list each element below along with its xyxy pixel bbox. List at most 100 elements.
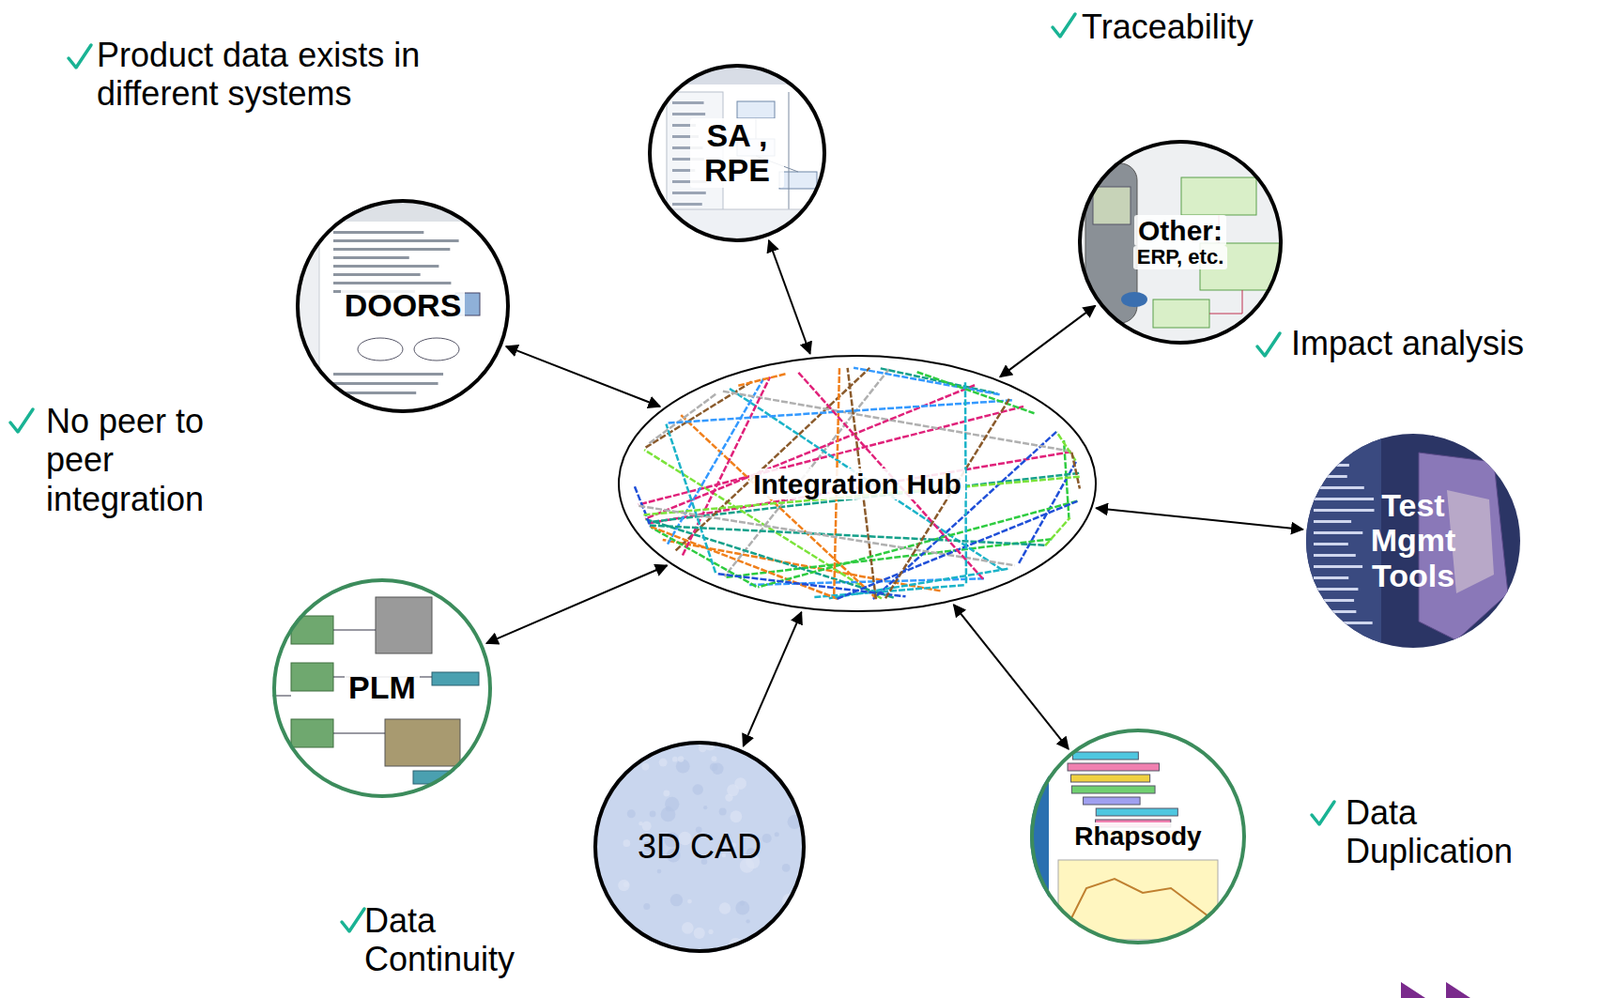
text-line [333, 247, 450, 251]
texture-dot [778, 755, 784, 761]
texture-dot [739, 901, 745, 907]
node-text-block: Test Mgmt Tools [1352, 488, 1475, 594]
screen-part [1181, 177, 1257, 216]
texture-dot [762, 833, 772, 844]
hub-link-line [723, 391, 1072, 452]
node-label: PLM [344, 670, 420, 706]
hub-link-line [646, 381, 754, 447]
node-label: SA , RPE [690, 118, 785, 189]
connector-arrow [743, 612, 802, 747]
texture-dot [734, 777, 747, 790]
shape-outline [274, 580, 491, 797]
hub-link-line [738, 373, 785, 385]
hub-link-line [676, 368, 871, 551]
screen-part [291, 662, 334, 692]
hub-link-line [667, 378, 764, 544]
connector-arrow [1000, 306, 1095, 378]
node-illustration [272, 597, 479, 785]
screen-part [737, 101, 775, 119]
node-text-block: 3D CAD [637, 828, 762, 866]
text-line [1313, 531, 1363, 535]
texture-dot [710, 755, 717, 762]
text-line [1313, 610, 1356, 614]
logo-triangle [1446, 982, 1471, 998]
node-label: Integration Hub [749, 468, 966, 500]
check-mark [1311, 801, 1335, 825]
screen-part [291, 719, 334, 748]
node-text-block: DOORS [340, 288, 466, 324]
text-line [1313, 520, 1352, 524]
texture-dot [719, 807, 727, 816]
text-line [1313, 452, 1348, 456]
texture-dot [623, 839, 631, 847]
car-picture [384, 719, 461, 767]
text-line [333, 273, 421, 277]
diagram-shape [414, 338, 460, 361]
texture-dot [641, 763, 649, 771]
texture-dot [707, 929, 713, 935]
hub-link-line [718, 573, 907, 597]
tool-circle: Rhapsody [1030, 728, 1247, 945]
tool-circle: SA , RPE [647, 63, 827, 243]
node-label: DOORS [340, 288, 466, 324]
texture-dot [719, 902, 731, 914]
node-text-area: Test Mgmt Tools [1306, 433, 1521, 648]
text-line [1313, 475, 1348, 478]
timeline-bar [1067, 763, 1159, 771]
timeline-bar [1083, 797, 1141, 805]
texture-dot [681, 922, 694, 935]
tool-circle: Test Mgmt Tools [1306, 433, 1521, 648]
node-illustration [1030, 728, 1218, 945]
text-line [333, 264, 439, 268]
texture-dot [703, 805, 708, 810]
tool-circle: Other:ERP, etc. [1077, 139, 1283, 345]
node-label: Rhapsody [1070, 822, 1205, 852]
texture-dot [649, 811, 657, 818]
hub-link-line [757, 501, 1077, 588]
check-mark [68, 45, 92, 68]
text-line [333, 281, 451, 285]
hub-link-line [665, 424, 716, 573]
shape-outline [595, 742, 804, 952]
node-text-block: Rhapsody [1070, 822, 1205, 852]
texture-dot [648, 736, 658, 745]
hub-link-line [638, 506, 1015, 566]
hub-ellipse: Integration Hub [617, 354, 1097, 613]
shape-fill [593, 740, 806, 954]
diagram-shape [357, 338, 403, 361]
callout-note: Data Continuity [364, 901, 571, 980]
connector-arrow [506, 346, 661, 407]
logo-triangle [1400, 982, 1426, 998]
connector-arrow [769, 240, 811, 354]
node-text-area: Integration Hub [617, 354, 1097, 613]
check-mark [10, 409, 33, 432]
texture-dot [687, 899, 693, 905]
shape-outline [618, 355, 1096, 612]
texture-dot [643, 903, 650, 910]
screen-part [1306, 433, 1382, 648]
texture-dot [782, 863, 791, 873]
texture-dot [794, 924, 803, 934]
tool-circle: PLM [272, 578, 493, 799]
screen-part [779, 171, 817, 189]
texture-dot [659, 758, 668, 768]
text-line [333, 256, 410, 260]
screen-part [431, 672, 479, 686]
texture-dot [672, 756, 678, 763]
node-illustration [1077, 139, 1285, 345]
text-line [1313, 599, 1354, 602]
node-illustration [295, 199, 510, 436]
text-line [333, 372, 444, 376]
shape-fill [1077, 139, 1283, 345]
shape-fill [1306, 433, 1521, 648]
texture-dot [617, 879, 630, 892]
text-line [672, 101, 705, 105]
logo-mark [1400, 982, 1471, 998]
text-line [333, 239, 460, 243]
texture-dot [693, 927, 706, 939]
callout-note: Traceability [1081, 7, 1364, 47]
check-mark [1052, 14, 1076, 37]
timeline-bar [1070, 774, 1150, 783]
texture-dot [662, 790, 670, 798]
text-line [1313, 553, 1356, 557]
